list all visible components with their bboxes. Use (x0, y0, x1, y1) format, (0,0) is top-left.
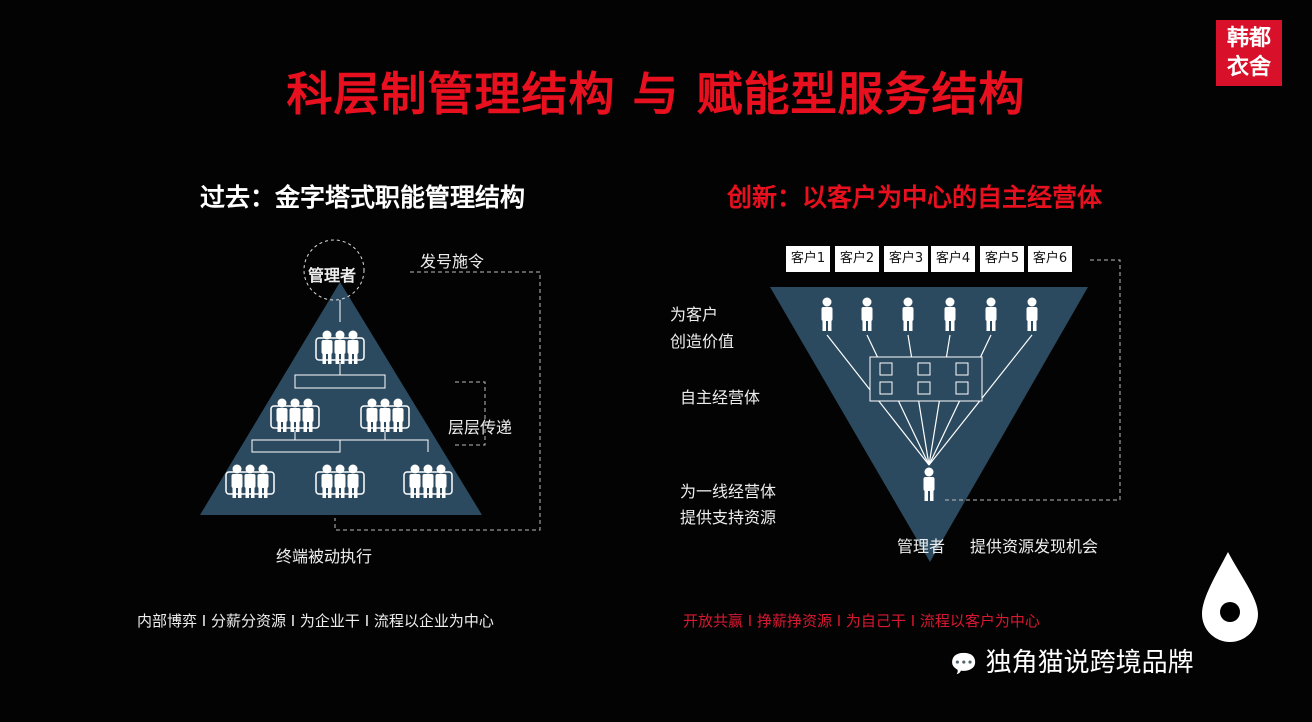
wechat-icon: 💬 (950, 652, 978, 677)
left-manager-label: 管理者 (308, 266, 357, 285)
execute-label: 终端被动执行 (276, 547, 373, 566)
brand-logo: 韩都衣舍 (1216, 20, 1282, 86)
customer-box: 客户4 (931, 246, 975, 272)
provide-label: 提供资源发现机会 (970, 537, 1099, 556)
right-footer: 开放共赢 I 挣薪挣资源 I 为自己干 I 流程以客户为中心 (683, 612, 1040, 630)
support-label-2: 提供支持资源 (680, 508, 777, 527)
logo-line2: 衣舍 (1226, 55, 1271, 80)
pyramid (200, 282, 482, 515)
create-value-label-1: 为客户 (670, 305, 719, 324)
left-subtitle: 过去：金字塔式职能管理结构 (200, 183, 526, 212)
command-label: 发号施令 (420, 252, 485, 271)
manager-circle (303, 239, 365, 301)
right-manager-label: 管理者 (897, 537, 946, 556)
watermark-text: 独角猫说跨境品牌 (985, 648, 1194, 678)
watermark: 💬 独角猫说跨境品牌 (950, 642, 1194, 679)
left-footer: 内部博弈 I 分薪分资源 I 为企业干 I 流程以企业为中心 (137, 612, 494, 630)
customer-box: 客户2 (835, 246, 879, 272)
customer-box: 客户6 (1028, 246, 1072, 272)
slide-title: 科层制管理结构 与 赋能型服务结构 (286, 67, 1026, 121)
relay-label: 层层传递 (448, 418, 513, 437)
customer-box: 客户3 (884, 246, 928, 272)
logo-line1: 韩都 (1226, 26, 1271, 51)
customer-box: 客户1 (786, 246, 830, 272)
right-subtitle: 创新：以客户为中心的自主经营体 (727, 183, 1103, 212)
customer-box: 客户5 (980, 246, 1024, 272)
create-value-label-2: 创造价值 (670, 332, 735, 351)
inverted-triangle (770, 287, 1088, 562)
support-label-1: 为一线经营体 (680, 482, 777, 501)
autonomous-label: 自主经营体 (680, 388, 761, 407)
